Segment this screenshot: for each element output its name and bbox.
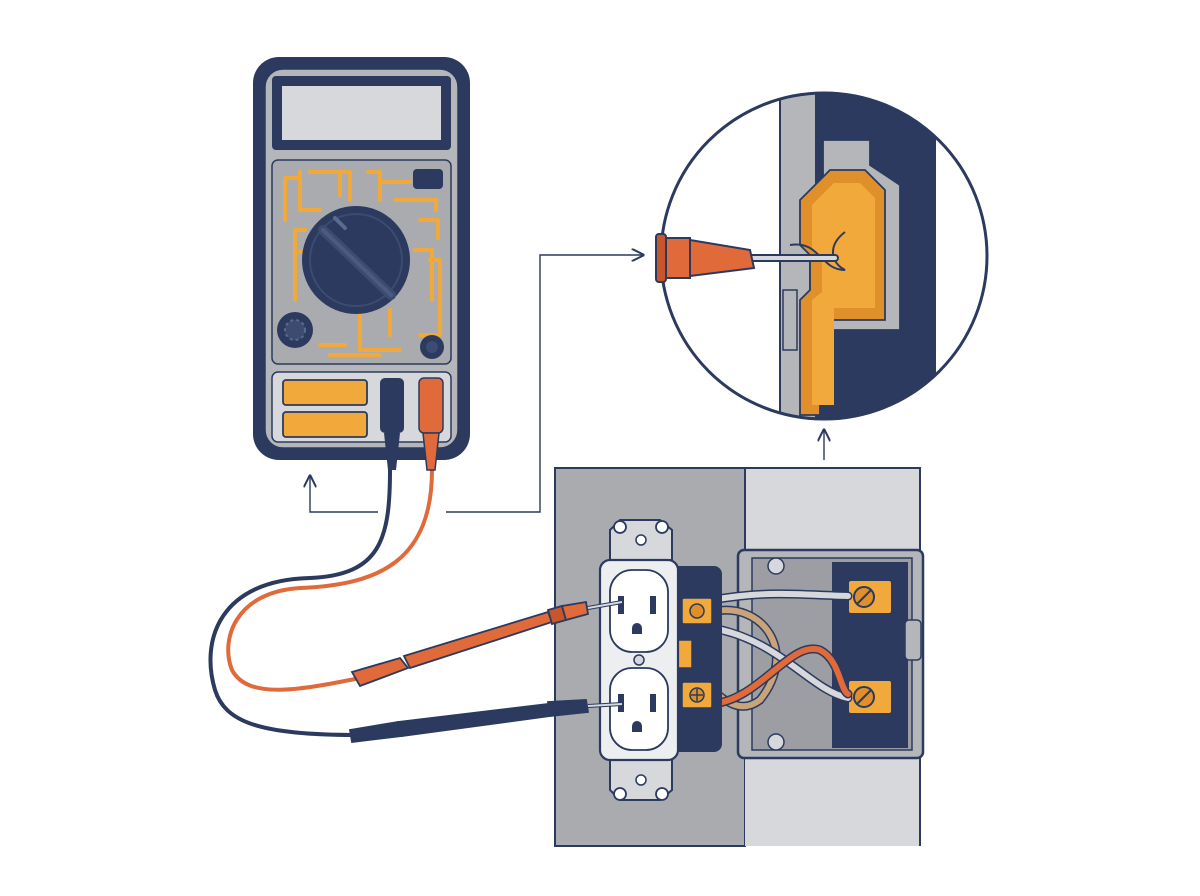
test-leads [208,468,434,737]
terminal-screw-icon [689,603,705,619]
arrow-to-meter [310,476,378,513]
outlet-face-top [609,569,669,653]
red-lead-plug [418,377,444,434]
battery-icon [282,411,368,438]
black-lead-plug [380,378,404,433]
knockout-icon [767,557,785,575]
battery-icon [282,379,368,406]
knockout-icon [767,733,785,751]
house-wiring [707,589,853,711]
circuit-traces [283,170,442,357]
callout-arrows [310,255,824,513]
magnifier-callout-icon [655,91,989,421]
black-probe [348,699,623,743]
range-button [413,169,443,189]
magnified-probe-tip [655,233,839,283]
multimeter-icon [253,57,470,471]
probe-icon [402,610,554,670]
red-probe [350,600,623,688]
duplex-receptacle [598,519,722,801]
arrow-to-magnifier [446,255,643,513]
lcd-screen [282,86,441,140]
outlet-face-bottom [609,667,669,751]
wall-panel [744,467,921,559]
probe-icon [396,703,552,737]
